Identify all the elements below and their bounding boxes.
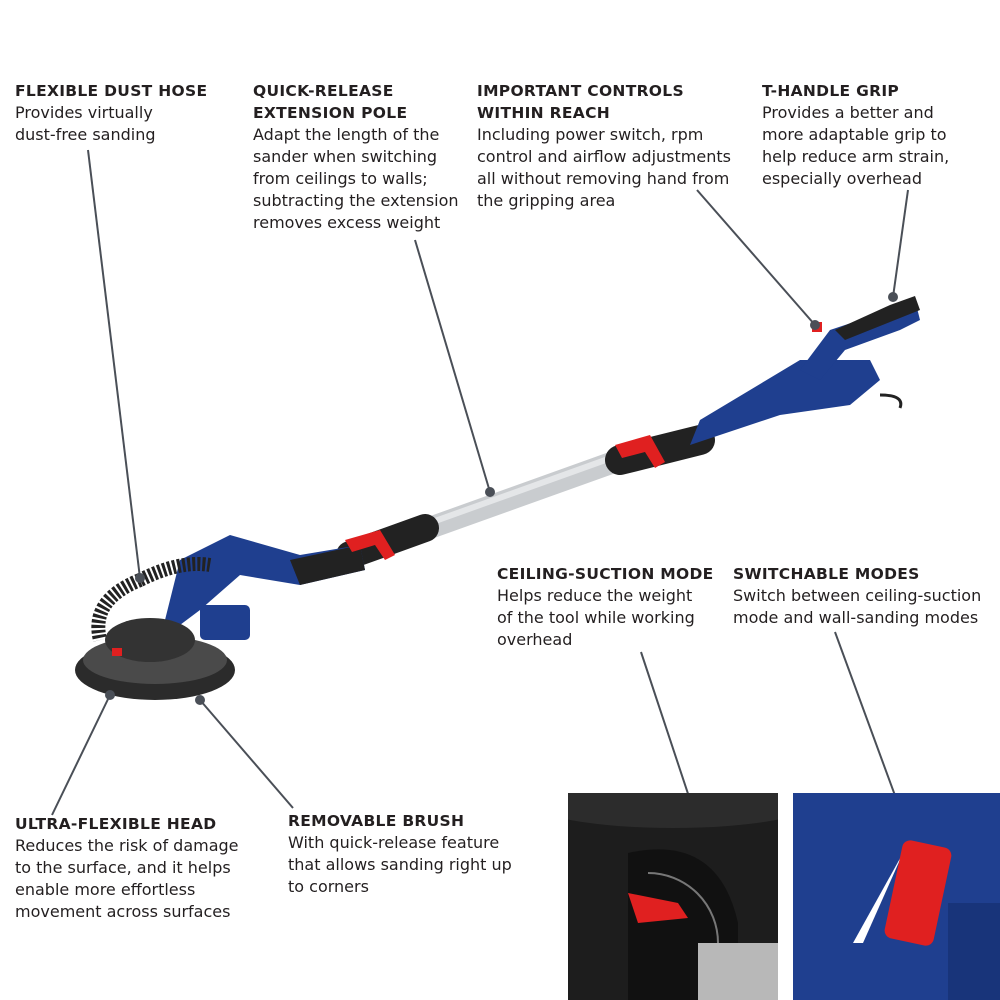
mode-dial xyxy=(884,840,952,946)
callout-title: ULTRA-FLEXIBLE HEAD xyxy=(15,815,217,833)
ceiling-suction-inset xyxy=(568,793,778,1000)
sander-head xyxy=(75,535,365,700)
callout-title: FLEXIBLE DUST HOSE xyxy=(15,82,208,100)
callout-title: IMPORTANT CONTROLS WITHIN REACH xyxy=(477,82,684,122)
callout-desc: Helps reduce the weight of the tool whil… xyxy=(497,586,695,649)
callout-desc: Including power switch, rpm control and … xyxy=(477,125,731,210)
motor-body xyxy=(690,296,920,445)
callout-extension-pole: QUICK-RELEASE EXTENSION POLE Adapt the l… xyxy=(253,80,459,234)
callout-desc: Reduces the risk of damage to the surfac… xyxy=(15,836,239,921)
callout-title: SWITCHABLE MODES xyxy=(733,565,920,583)
callout-switchable-modes: SWITCHABLE MODES Switch between ceiling-… xyxy=(733,563,981,629)
callout-title: CEILING-SUCTION MODE xyxy=(497,565,714,583)
callout-ceiling-suction: CEILING-SUCTION MODE Helps reduce the we… xyxy=(497,563,714,651)
callout-title: REMOVABLE BRUSH xyxy=(288,812,465,830)
callout-title: T-HANDLE GRIP xyxy=(762,82,900,100)
callout-controls: IMPORTANT CONTROLS WITHIN REACH Includin… xyxy=(477,80,731,212)
callout-desc: Provides virtually dust-free sanding xyxy=(15,103,156,144)
callout-desc: Provides a better and more adaptable gri… xyxy=(762,103,950,188)
callout-desc: With quick-release feature that allows s… xyxy=(288,833,512,896)
callout-removable-brush: REMOVABLE BRUSH With quick-release featu… xyxy=(288,810,512,898)
mode-lever xyxy=(628,893,688,923)
callout-flexible-head: ULTRA-FLEXIBLE HEAD Reduces the risk of … xyxy=(15,813,239,923)
callout-desc: Switch between ceiling-suction mode and … xyxy=(733,586,982,627)
callout-desc: Adapt the length of the sander when swit… xyxy=(253,125,459,232)
extension-pole xyxy=(336,425,715,569)
callout-title: QUICK-RELEASE EXTENSION POLE xyxy=(253,82,408,122)
pole-clamp-lower[interactable] xyxy=(345,530,395,560)
leader-lines xyxy=(51,149,916,851)
callout-t-handle: T-HANDLE GRIP Provides a better and more… xyxy=(762,80,949,190)
callout-dust-hose: FLEXIBLE DUST HOSE Provides virtually du… xyxy=(15,80,207,146)
pole-clamp-upper[interactable] xyxy=(615,435,665,468)
switchable-modes-inset xyxy=(793,793,1000,1000)
